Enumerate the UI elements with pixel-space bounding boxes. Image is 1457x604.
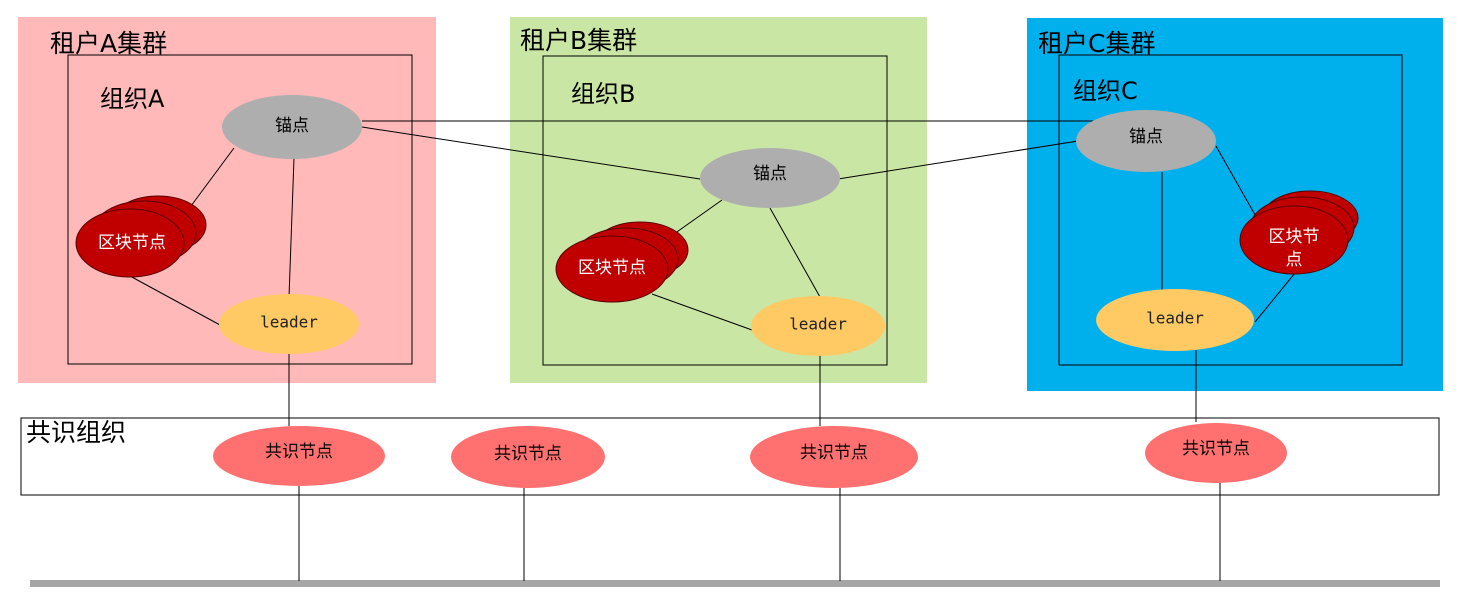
consensus-org-title: 共识组织 (26, 418, 126, 447)
org-c-anchor-node: 锚点 (1076, 110, 1216, 172)
network-bus (30, 580, 1440, 587)
org-b-block-node-stack: 区块节点 (555, 221, 689, 303)
org-a-box (67, 54, 413, 365)
org-a-label: 组织A (100, 85, 165, 113)
connection-lines (129, 120, 1296, 581)
tenant-c-title: 租户C集群 (1038, 29, 1155, 58)
org-a-leader-node: leader (219, 294, 359, 354)
link-anchor-a-anchor-b (361, 126, 701, 180)
link-b-anchor-block (673, 199, 723, 235)
link-b-anchor-leader (769, 207, 821, 298)
org-b-leader-node: leader (751, 296, 885, 356)
org-b-block-label: 区块节点 (578, 258, 646, 278)
consensus-node-4-label: 共识节点 (1182, 439, 1250, 459)
link-c-block-leader (1254, 272, 1296, 323)
consensus-node-1: 共识节点 (213, 426, 385, 486)
link-a-anchor-leader (288, 157, 295, 298)
consensus-node-4: 共识节点 (1145, 423, 1287, 483)
consensus-org-box (20, 417, 1440, 496)
consensus-node-3: 共识节点 (750, 426, 918, 488)
org-c-block-label-line2: 点 (1286, 250, 1303, 270)
org-a-anchor-node: 锚点 (222, 95, 362, 159)
org-b-leader-label: leader (789, 315, 847, 334)
org-c-box (1058, 54, 1403, 366)
tenant-b-title: 租户B集群 (520, 26, 637, 55)
org-c-label: 组织C (1073, 77, 1138, 105)
link-b-block-leader (651, 293, 753, 331)
consensus-node-2: 共识节点 (451, 426, 605, 488)
org-a-anchor-label: 锚点 (275, 116, 309, 136)
consensus-node-1-label: 共识节点 (265, 442, 333, 462)
org-c-leader-node: leader (1096, 289, 1254, 351)
tenant-a-title: 租户A集群 (50, 29, 167, 58)
org-c-block-label-line1: 区块节 (1269, 227, 1320, 247)
org-c-block-node-stack: 区块节 点 (1239, 190, 1359, 275)
link-c-anchor-block (1215, 145, 1259, 221)
link-a-anchor-block (187, 147, 235, 211)
org-b-anchor-label: 锚点 (753, 164, 787, 184)
org-a-block-node-stack: 区块节点 (75, 195, 207, 278)
link-a-block-leader (129, 275, 221, 326)
link-anchor-b-anchor-c (837, 140, 1079, 180)
consensus-node-3-label: 共识节点 (800, 443, 868, 463)
org-a-block-label: 区块节点 (98, 233, 166, 253)
org-b-anchor-node: 锚点 (700, 148, 840, 208)
org-c-leader-label: leader (1146, 309, 1204, 328)
org-a-leader-label: leader (260, 313, 318, 332)
consensus-node-2-label: 共识节点 (494, 444, 562, 464)
org-b-box (542, 55, 888, 366)
org-c-anchor-label: 锚点 (1129, 127, 1163, 147)
org-b-label: 组织B (571, 80, 635, 108)
